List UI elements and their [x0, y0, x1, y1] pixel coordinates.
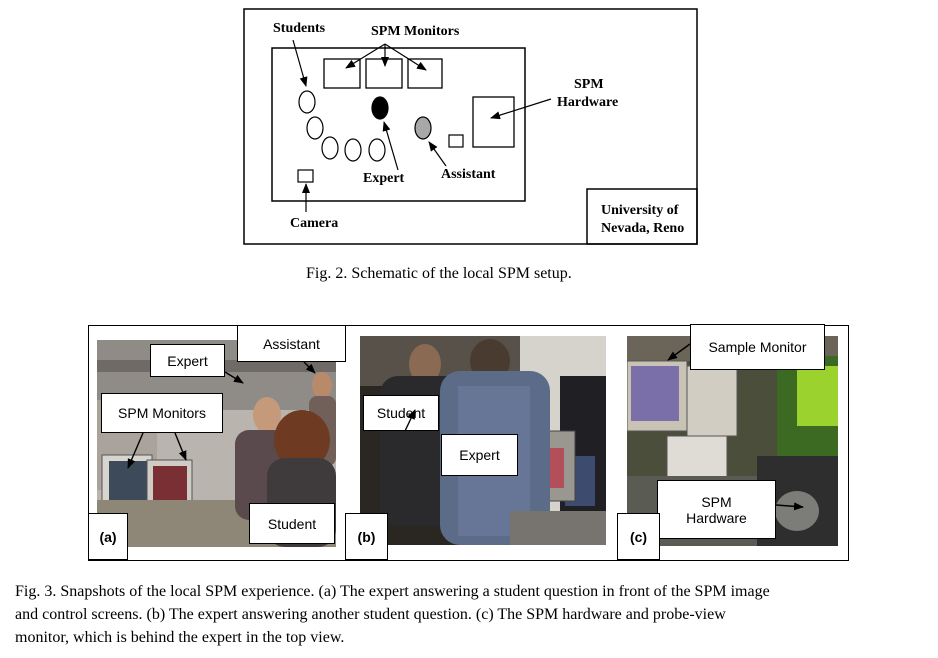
arrow-monitor-1: [345, 43, 386, 69]
label-students: Students: [273, 21, 326, 36]
callout-a-assistant: Assistant: [237, 325, 346, 362]
small-box: [448, 134, 464, 148]
callout-a-student: Student: [249, 503, 335, 544]
student-4: [344, 138, 362, 162]
student-1: [298, 90, 316, 114]
label-expert: Expert: [363, 171, 405, 186]
figure-3-caption-line-3: monitor, which is behind the expert in t…: [15, 629, 345, 646]
label-university-2: Nevada, Reno: [601, 221, 685, 236]
callout-a-spm-monitors: SPM Monitors: [101, 393, 223, 433]
label-spm-monitors: SPM Monitors: [371, 24, 460, 39]
panel-id-b: (b): [345, 513, 388, 560]
monitor-3: [407, 58, 443, 89]
label-assistant: Assistant: [441, 167, 496, 182]
camera-box: [297, 169, 314, 183]
assistant-marker: [414, 116, 432, 140]
student-2: [306, 116, 324, 140]
callout-c-sample-monitor: Sample Monitor: [690, 324, 825, 370]
monitor-2: [365, 58, 403, 89]
monitor-1: [323, 58, 361, 89]
arrow-monitor-3: [384, 43, 427, 71]
callout-a-expert: Expert: [150, 344, 225, 377]
panel-id-a: (a): [88, 513, 128, 560]
figure-3-caption-line-1: Fig. 3. Snapshots of the local SPM exper…: [15, 583, 770, 600]
schematic-outer-frame: [243, 8, 698, 245]
callout-c-spm-hardware-line2: Hardware: [686, 509, 747, 526]
expert-marker: [371, 96, 389, 120]
label-spm-hardware-2: Hardware: [557, 95, 619, 110]
schematic-room: [271, 47, 526, 202]
figure-2-caption: Fig. 2. Schematic of the local SPM setup…: [306, 265, 572, 282]
label-university-1: University of: [601, 203, 679, 218]
arrow-students: [292, 39, 308, 87]
callout-b-student: Student: [363, 395, 439, 431]
arrow-hardware: [490, 98, 552, 120]
arrow-expert: [382, 121, 399, 171]
arrow-assistant: [428, 141, 447, 167]
spm-hardware-box: [472, 96, 515, 148]
figure-3-caption-line-2: and control screens. (b) The expert answ…: [15, 606, 726, 623]
university-box: [586, 188, 698, 245]
callout-c-spm-hardware-line1: SPM: [701, 493, 732, 510]
label-spm-hardware-1: SPM: [574, 77, 604, 92]
label-camera: Camera: [290, 216, 339, 231]
student-3: [321, 136, 339, 160]
panel-id-c: (c): [617, 513, 660, 560]
student-5: [368, 138, 386, 162]
callout-b-expert: Expert: [441, 434, 518, 476]
callout-c-spm-hardware: SPM Hardware: [657, 480, 776, 539]
